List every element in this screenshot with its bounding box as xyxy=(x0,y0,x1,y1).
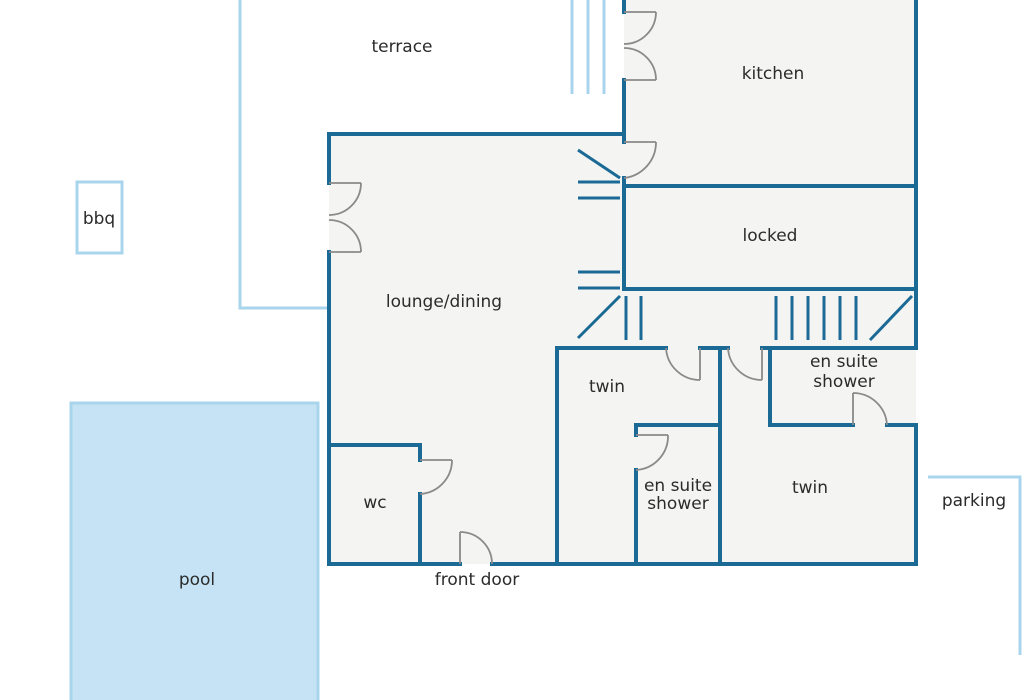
stair-diag-lower xyxy=(576,294,622,340)
kitchen-lounge-door-icon xyxy=(623,141,657,179)
lounge-dining-label: lounge/dining xyxy=(386,292,502,312)
room-fills xyxy=(329,0,916,564)
stair-diag-upper xyxy=(577,148,621,180)
bbq-label: bbq xyxy=(83,209,115,229)
kitchen-terrace-door-icon xyxy=(623,11,657,81)
bedrooms-fill xyxy=(557,348,916,564)
room-labels: terrace kitchen bbq locked lounge/dining… xyxy=(83,37,1006,590)
bbq-outline xyxy=(75,180,124,255)
parking-outline xyxy=(928,475,1022,655)
ensuite-right-label-line1: en suite xyxy=(810,352,878,372)
kitchen-fill xyxy=(624,0,916,186)
parking-label: parking xyxy=(942,491,1006,511)
lounge-fill xyxy=(329,134,916,564)
wc-label: wc xyxy=(363,493,386,513)
twin-left-label: twin xyxy=(589,377,625,397)
front-door-label: front door xyxy=(435,570,519,590)
twin-right-door-icon xyxy=(727,347,763,381)
ensuite-left-label-line2: shower xyxy=(647,494,708,514)
walls xyxy=(327,0,918,566)
locked-label: locked xyxy=(743,226,798,246)
terrace-outline xyxy=(238,0,328,310)
kitchen-label: kitchen xyxy=(742,64,805,84)
ensuite-right-label-line2: shower xyxy=(813,372,874,392)
locked-fill xyxy=(624,186,916,289)
terrace-label: terrace xyxy=(371,37,432,57)
pool-area xyxy=(69,401,320,700)
twin-left-door-icon xyxy=(665,347,701,381)
wc-door-icon xyxy=(419,459,453,495)
outdoor-outlines xyxy=(75,0,1022,655)
lounge-terrace-door-icon xyxy=(328,182,362,253)
twin-right-label: twin xyxy=(792,478,828,498)
stairs xyxy=(576,148,914,342)
doors xyxy=(328,11,888,565)
ensuite-left-door-icon xyxy=(635,434,669,471)
ensuite-left-label-line1: en suite xyxy=(644,476,712,496)
ensuite-right-door-icon xyxy=(852,392,888,426)
pool-label: pool xyxy=(179,570,215,590)
stair-diag-right xyxy=(868,294,914,342)
front-door-icon xyxy=(459,531,493,565)
